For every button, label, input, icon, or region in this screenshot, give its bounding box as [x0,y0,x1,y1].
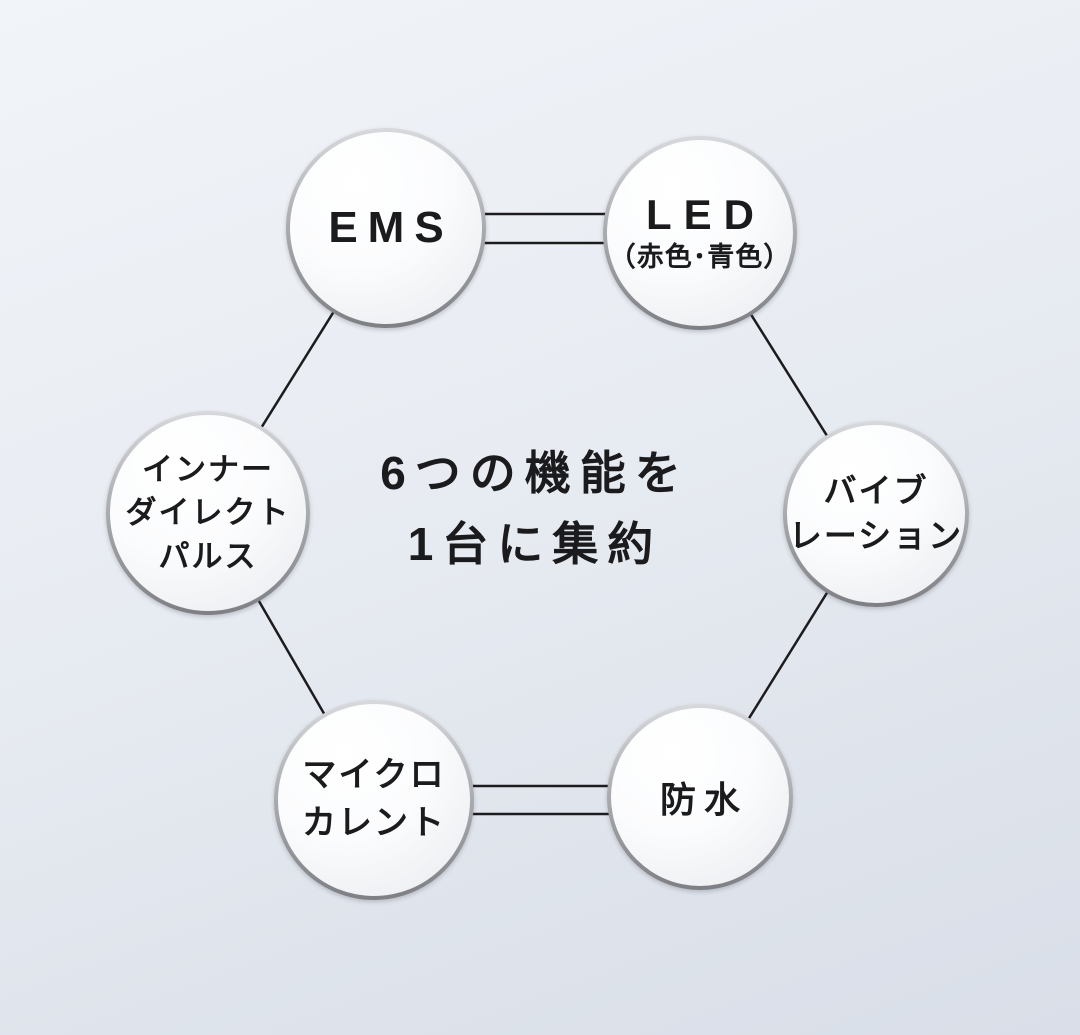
node-inner-direct-pulse: インナー ダイレクト パルス [106,411,310,615]
diagram-title-line2: 1台に集約 [407,518,663,571]
node-vibration-label-line1: バイブ [823,472,929,510]
node-inner-direct-pulse-label-line1: インナー [142,451,274,487]
node-microcurrent: マイクロ カレント [274,700,474,900]
node-ems: EMS [286,128,486,328]
node-inner-direct-pulse-label-line2: ダイレクト [125,495,291,531]
node-microcurrent-label-line1: マイクロ [302,756,446,795]
node-led-label-line2: （赤色･青色） [608,241,792,272]
node-inner-direct-pulse-face: インナー ダイレクト パルス [110,415,306,611]
node-microcurrent-label-line2: カレント [302,804,446,842]
node-inner-direct-pulse-label-line3: パルス [158,538,258,574]
diagram-title-line1: 6つの機能を [380,447,690,499]
node-waterproof-face: 防水 [611,708,789,886]
node-led-label-line1: LED [646,191,766,239]
node-vibration: バイブ レーション [783,421,969,607]
node-vibration-face: バイブ レーション [787,425,965,603]
node-led-face: LED （赤色･青色） [607,140,793,326]
node-vibration-label-line2: レーション [788,517,964,554]
diagram-title: 6つの機能を 1台に集約 [330,438,740,581]
node-microcurrent-face: マイクロ カレント [278,704,470,896]
node-waterproof-label: 防水 [659,779,748,820]
node-waterproof: 防水 [607,704,793,890]
node-led: LED （赤色･青色） [603,136,797,330]
node-ems-face: EMS [290,132,482,324]
node-ems-label: EMS [328,203,454,252]
